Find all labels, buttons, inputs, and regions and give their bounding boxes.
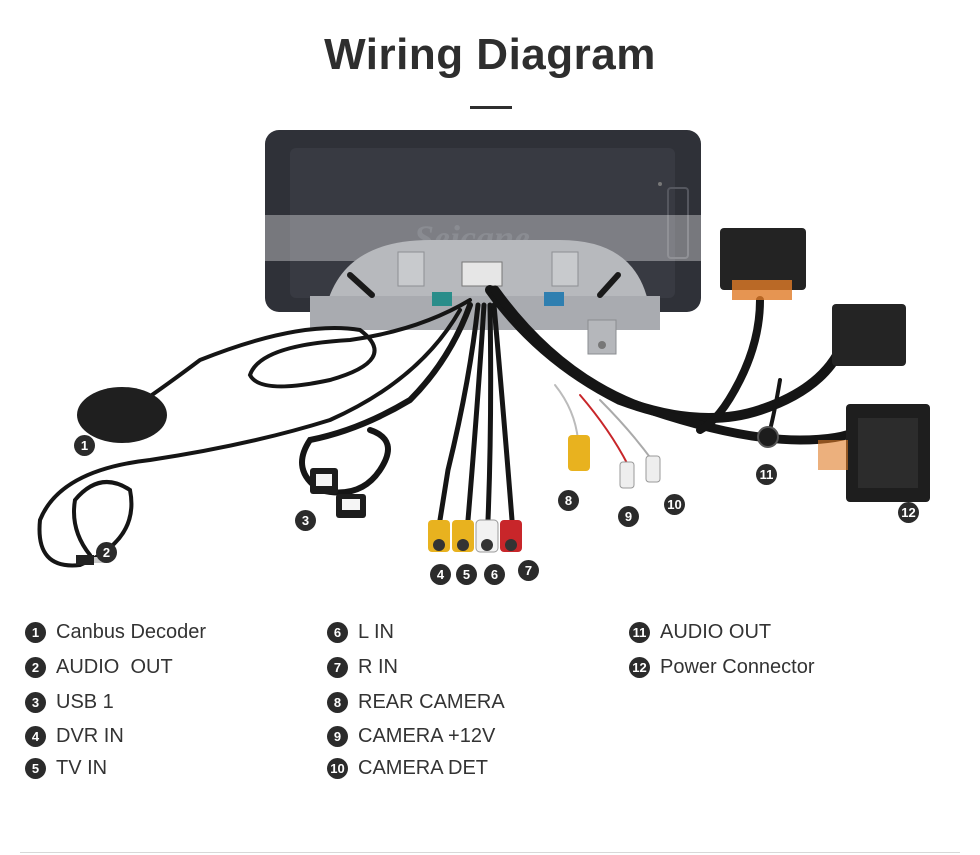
legend-label: CAMERA DET [358, 757, 489, 779]
legend-badge: 3 [25, 692, 46, 713]
callout-11: 11 [756, 464, 777, 485]
legend-item-camera-12v: 9 CAMERA +12V [327, 725, 495, 748]
legend-label: Canbus Decoder [56, 621, 207, 643]
legend-label: USB 1 [56, 691, 114, 713]
gps-antenna [77, 387, 167, 443]
rca-cable-d [491, 302, 515, 523]
legend-label: CAMERA +12V [358, 725, 496, 747]
legend-badge: 8 [327, 692, 348, 713]
card-slot [667, 187, 689, 259]
usb-cable [299, 302, 473, 496]
legend-badge: 2 [25, 657, 46, 678]
camera-det-terminal [645, 455, 661, 483]
legend-item-l-in: 6 L IN [327, 621, 394, 644]
connector-lead-top [696, 296, 764, 434]
legend-label: AUDIO OUT [660, 621, 772, 643]
camera-power-terminal [619, 461, 635, 489]
mount-bracket-right [551, 251, 579, 287]
page-title: Wiring Diagram [324, 30, 656, 79]
legend-label: REAR CAMERA [358, 691, 505, 713]
audio-cable [37, 308, 462, 568]
cable-harness [37, 285, 865, 568]
bottom-divider [20, 852, 960, 853]
legend-item-usb-1: 3 USB 1 [25, 691, 114, 714]
camera-det-lead [599, 399, 653, 461]
gps-cable [128, 298, 472, 412]
mount-bracket-left [397, 251, 425, 287]
legend-label: Power Connector [660, 656, 815, 678]
legend-item-tv-in: 5 TV IN [25, 757, 107, 780]
rear-camera-plug [568, 435, 590, 471]
power-harness-lower [490, 285, 865, 445]
rca-cable-b [465, 302, 487, 523]
legend-badge: 11 [629, 622, 650, 643]
title-underline [470, 106, 512, 109]
bracket-hole [598, 341, 606, 349]
callout-6: 6 [484, 564, 505, 585]
legend-label: R IN [358, 656, 398, 678]
port-green [432, 292, 452, 306]
legend-item-audio-out-2: 11 AUDIO OUT [629, 621, 771, 644]
rca-plugs [428, 519, 522, 553]
legend-badge: 9 [327, 726, 348, 747]
callout-10: 10 [664, 494, 685, 515]
callout-9: 9 [618, 506, 639, 527]
callout-1: 1 [74, 435, 95, 456]
legend-label: TV IN [56, 757, 108, 779]
legend-item-power-connector: 12 Power Connector [629, 656, 815, 679]
audio-out-jack [757, 426, 779, 448]
callout-7: 7 [518, 560, 539, 581]
legend-badge: 12 [629, 657, 650, 678]
camera-power-lead [579, 394, 629, 466]
legend-item-camera-det: 10 CAMERA DET [327, 757, 488, 780]
power-connectors [720, 228, 930, 502]
legend-label: L IN [358, 621, 394, 643]
head-unit: Seicane [265, 130, 701, 355]
legend-item-audio-out: 2 AUDIO OUT [25, 656, 173, 679]
legend-badge: 6 [327, 622, 348, 643]
legend-badge: 7 [327, 657, 348, 678]
legend-label: AUDIO OUT [56, 656, 173, 678]
legend-badge: 5 [25, 758, 46, 779]
legend-badge: 4 [25, 726, 46, 747]
left-screw-post [347, 272, 375, 298]
callout-2: 2 [96, 542, 117, 563]
mic-hole [658, 182, 662, 186]
lower-bracket [587, 319, 617, 355]
right-screw-post [597, 272, 621, 298]
legend-label: DVR IN [56, 725, 124, 747]
callout-4: 4 [430, 564, 451, 585]
callout-5: 5 [456, 564, 477, 585]
callout-12: 12 [898, 502, 919, 523]
legend-item-r-in: 7 R IN [327, 656, 398, 679]
legend-badge: 10 [327, 758, 348, 779]
camera-lead [554, 384, 579, 441]
legend-item-canbus-decoder: 1 Canbus Decoder [25, 621, 206, 644]
wiring-illustration: Seicane [37, 130, 930, 568]
legend-item-dvr-in: 4 DVR IN [25, 725, 124, 748]
usb-connectors [310, 468, 366, 518]
callout-8: 8 [558, 490, 579, 511]
rca-cable-c [485, 302, 494, 523]
legend-item-rear-camera: 8 REAR CAMERA [327, 691, 505, 714]
rca-cable-a [437, 302, 481, 523]
legend-badge: 1 [25, 622, 46, 643]
main-socket [461, 261, 503, 287]
port-blue [544, 292, 564, 306]
callout-3: 3 [295, 510, 316, 531]
